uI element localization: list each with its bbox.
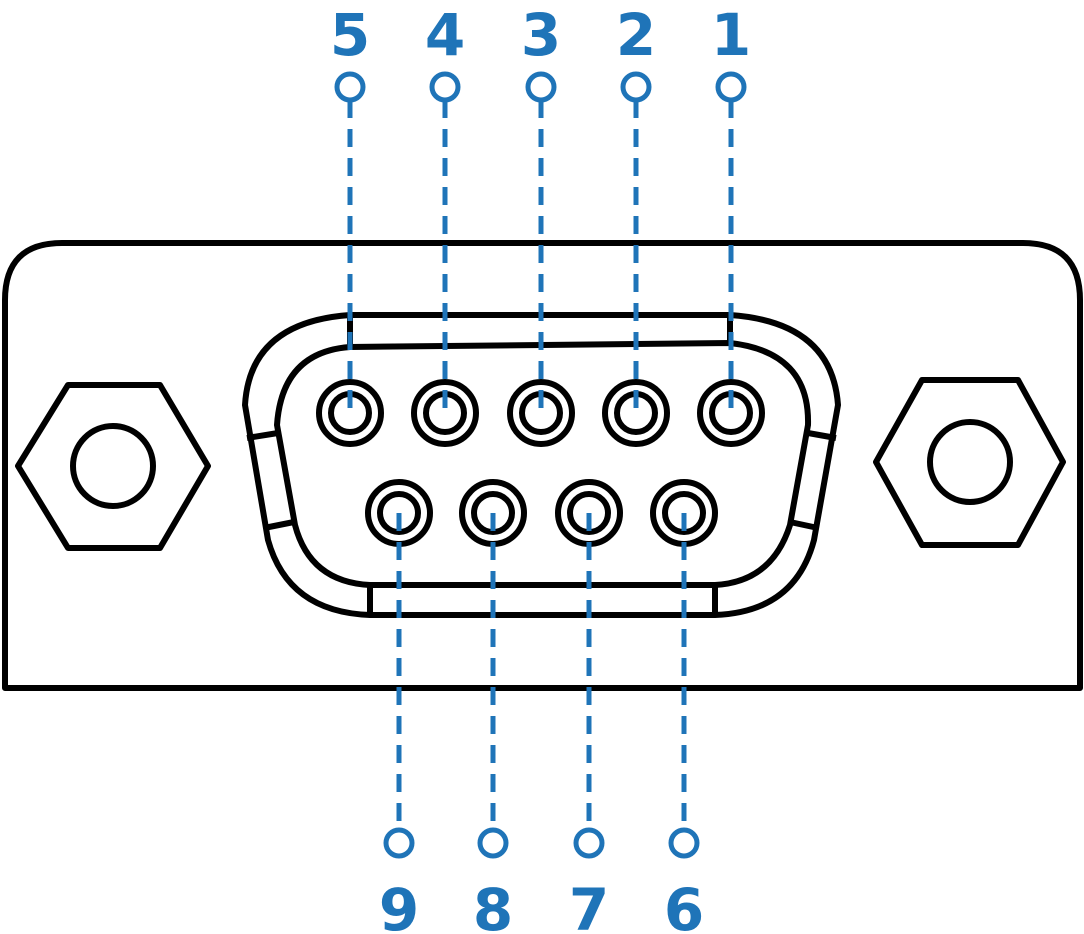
pin-marker-circle	[573, 827, 605, 859]
pin-number-label: 6	[664, 876, 704, 934]
pin-number-label: 1	[711, 1, 751, 69]
left-mounting-nut	[15, 382, 211, 551]
pin-socket-outer	[507, 379, 575, 447]
d-shell	[242, 312, 841, 618]
pin-socket-inner	[377, 491, 421, 535]
pin-number-label: 3	[521, 1, 561, 69]
pin-marker-circle	[334, 71, 366, 103]
pin-2: 2	[602, 1, 670, 447]
pin-number-label: 4	[425, 1, 465, 69]
pin-8: 8	[459, 479, 527, 934]
pin-socket-inner	[662, 491, 706, 535]
right-mounting-nut	[873, 377, 1066, 548]
pin-socket-inner	[567, 491, 611, 535]
pin-marker-circle	[525, 71, 557, 103]
pin-1: 1	[697, 1, 765, 447]
pin-6: 6	[650, 479, 718, 934]
pin-socket-outer	[316, 379, 384, 447]
pin-number-label: 5	[330, 1, 370, 69]
pin-marker-circle	[715, 71, 747, 103]
pin-5: 5	[316, 1, 384, 447]
pin-socket-inner	[471, 491, 515, 535]
pin-marker-circle	[668, 827, 700, 859]
pin-number-label: 9	[379, 876, 419, 934]
pin-number-label: 2	[616, 1, 656, 69]
pin-marker-circle	[477, 827, 509, 859]
pin-socket-outer	[411, 379, 479, 447]
pin-3: 3	[507, 1, 575, 447]
pin-4: 4	[411, 1, 479, 447]
pin-marker-circle	[383, 827, 415, 859]
connector-body	[2, 240, 1083, 691]
pin-number-label: 7	[569, 876, 609, 934]
pin-socket-outer	[602, 379, 670, 447]
pin-number-label: 8	[473, 876, 513, 934]
pin-socket-outer	[697, 379, 765, 447]
pin-9: 9	[365, 479, 433, 934]
pin-marker-circle	[620, 71, 652, 103]
pin-marker-circle	[429, 71, 461, 103]
pin-7: 7	[555, 479, 623, 934]
